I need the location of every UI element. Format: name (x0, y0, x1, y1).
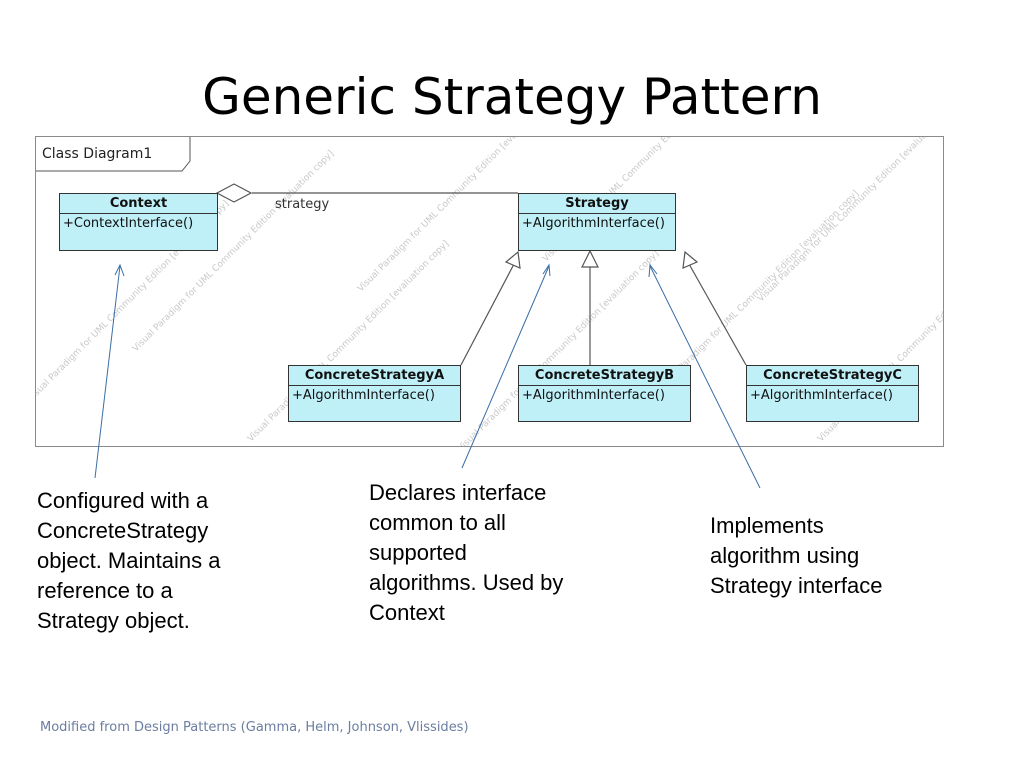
annotation-line: Implements (710, 513, 824, 538)
annotation-line: reference to a (37, 578, 173, 603)
footer-citation: Modified from Design Patterns (Gamma, He… (40, 720, 469, 735)
class-concrete-strategy-a: ConcreteStrategyA +AlgorithmInterface() (288, 365, 461, 422)
frame-tab (36, 137, 191, 172)
annotation-concrete: Implements algorithm using Strategy inte… (710, 511, 882, 601)
class-context: Context +ContextInterface() (59, 193, 218, 251)
generalization-arrowhead-b (581, 249, 599, 268)
annotation-line: Context (369, 600, 445, 625)
class-name: ConcreteStrategyA (289, 366, 460, 386)
annotation-line: Strategy object. (37, 608, 190, 633)
class-name: ConcreteStrategyC (747, 366, 918, 386)
annotation-line: ConcreteStrategy (37, 518, 209, 543)
class-operation: +AlgorithmInterface() (522, 388, 665, 403)
class-operation: +AlgorithmInterface() (522, 216, 665, 231)
annotation-line: Declares interface (369, 480, 547, 505)
class-name: ConcreteStrategyB (519, 366, 690, 386)
class-name: Context (60, 194, 217, 214)
annotation-line: algorithms. Used by (369, 570, 564, 595)
class-operation: +AlgorithmInterface() (292, 388, 435, 403)
class-diagram-frame: Visual Paradigm for UML Community Editio… (35, 136, 944, 447)
class-concrete-strategy-b: ConcreteStrategyB +AlgorithmInterface() (518, 365, 691, 422)
class-name: Strategy (519, 194, 675, 214)
annotation-strategy: Declares interface common to all support… (369, 478, 563, 628)
generalization-arrowhead-a (504, 250, 521, 269)
class-operation: +AlgorithmInterface() (750, 388, 893, 403)
annotation-line: algorithm using (710, 543, 860, 568)
diagram-frame-label: Class Diagram1 (42, 146, 153, 162)
class-operation: +ContextInterface() (63, 216, 194, 231)
annotation-line: common to all (369, 510, 506, 535)
annotation-line: object. Maintains a (37, 548, 221, 573)
class-concrete-strategy-c: ConcreteStrategyC +AlgorithmInterface() (746, 365, 919, 422)
generalization-line-a (460, 263, 515, 366)
aggregation-diamond (215, 183, 253, 203)
slide-title: Generic Strategy Pattern (202, 68, 822, 126)
association-label: strategy (275, 197, 330, 212)
annotation-line: Strategy interface (710, 573, 883, 598)
annotation-line: Configured with a (37, 488, 209, 513)
annotation-line: supported (369, 540, 467, 565)
class-strategy: Strategy +AlgorithmInterface() (518, 193, 676, 251)
generalization-arrowhead-c (682, 250, 699, 269)
generalization-line-c (688, 263, 747, 366)
annotation-context: Configured with a ConcreteStrategy objec… (37, 486, 220, 636)
